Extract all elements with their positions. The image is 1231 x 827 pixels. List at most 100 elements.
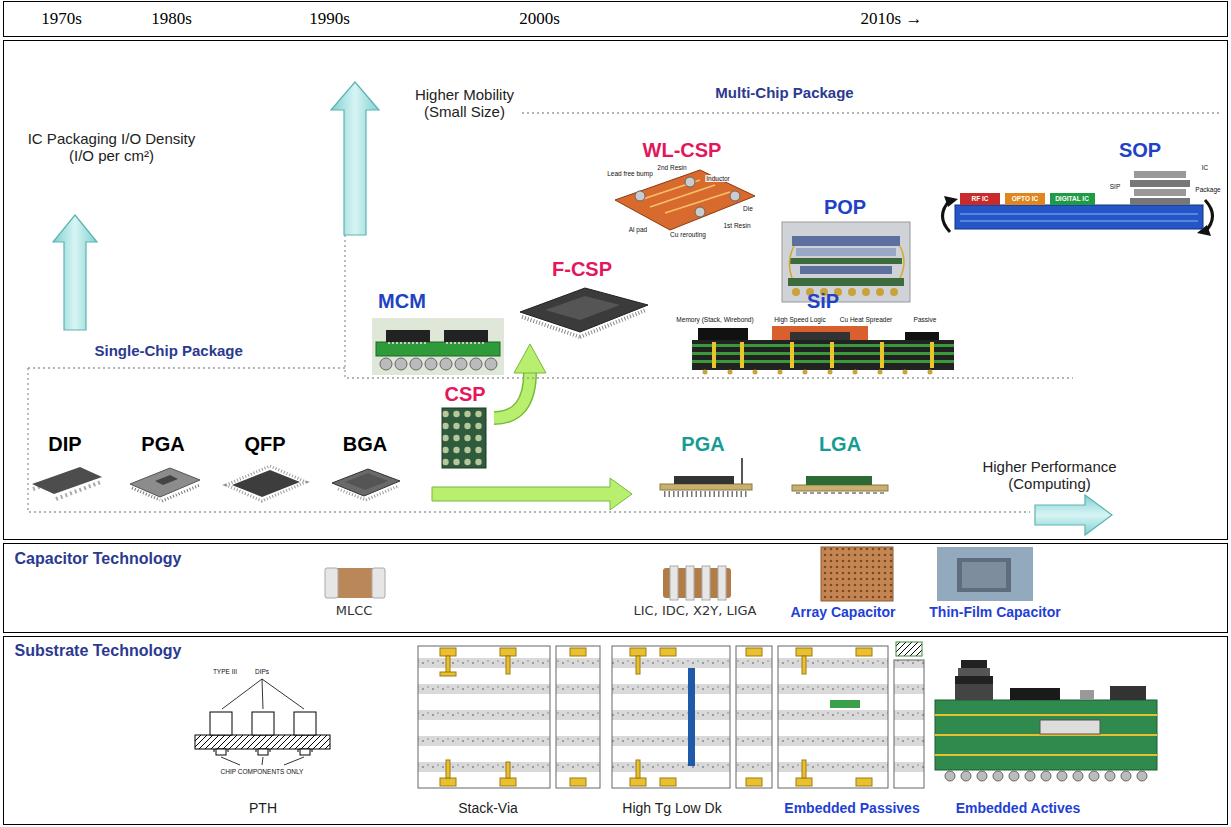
sip-package-figure <box>905 332 939 340</box>
stack-via-figure <box>440 672 456 676</box>
lga-socket-figure <box>796 492 884 494</box>
pop-package-figure <box>782 222 910 302</box>
lga-socket-figure <box>806 476 872 485</box>
multi-chip-region: Multi-Chip Package <box>345 82 1224 380</box>
lic-capacitor-figure <box>670 566 678 600</box>
trend-arrow <box>53 82 1112 535</box>
thin-film-capacitor-figure <box>957 558 1011 592</box>
pga-socket-figure <box>664 491 748 497</box>
lga-socket-figure <box>792 485 888 491</box>
stack-via-figure <box>418 646 600 788</box>
callout-label: Memory (Stack, Wirebond) <box>675 316 754 323</box>
technology-name: Stack-Via <box>458 800 518 816</box>
embedded-passives-figure <box>896 642 922 656</box>
stack-via-figure <box>500 778 516 786</box>
technology-name: MLCC <box>336 604 373 619</box>
lga-socket-figure <box>792 476 888 493</box>
pth-board-figure <box>252 712 274 735</box>
wlcsp-package-figure <box>640 180 730 213</box>
embedded-actives-figure <box>945 771 1147 781</box>
embedded-actives-figure <box>1089 771 1099 781</box>
sip-package-figure <box>880 342 884 368</box>
pop-package-figure <box>848 288 856 296</box>
embedded-passives-figure <box>796 778 812 786</box>
csp-package-figure <box>442 408 486 468</box>
mcm-package-figure <box>444 330 488 342</box>
callout-label: Passive <box>913 316 938 323</box>
lic-capacitor-figure <box>686 566 694 600</box>
sip-package-figure <box>692 344 954 347</box>
embedded-passives-figure <box>830 700 860 708</box>
sop-package-figure <box>1134 189 1186 196</box>
mcm-package-figure <box>380 358 497 370</box>
stack-via-figure <box>446 656 450 674</box>
sip-package-figure <box>692 360 954 363</box>
pop-package-figure <box>790 258 902 264</box>
sip-package-figure <box>712 342 716 368</box>
sip-package-figure <box>728 370 733 375</box>
callout-label: Al pad <box>628 226 648 233</box>
pga-package-figure <box>130 468 200 501</box>
pth-board-figure <box>195 735 330 749</box>
leader-line <box>221 679 304 765</box>
array-capacitor-figure <box>821 547 893 601</box>
embedded-passives-figure <box>802 760 806 778</box>
single-chip-region: Single-Chip Package <box>28 338 1073 514</box>
embedded-actives-figure <box>1025 771 1035 781</box>
transition-arrow <box>514 344 546 373</box>
callout-label: OPTO IC <box>1012 195 1039 202</box>
stack-via-figure <box>506 762 510 778</box>
high-tg-board-figure <box>636 656 640 674</box>
package-name: SiP <box>807 290 839 313</box>
lic-capacitor-figure <box>702 566 710 600</box>
embedded-actives-figure <box>935 700 1157 770</box>
mcm-package-figure <box>446 342 486 344</box>
wlcsp-package-figure <box>635 177 740 217</box>
pth-board-figure <box>210 712 232 735</box>
timeline-year: 2000s <box>519 9 560 29</box>
mlcc-figure <box>325 568 385 598</box>
embedded-passives-figure <box>778 646 888 788</box>
embedded-actives-figure <box>1040 720 1100 734</box>
bga-package-figure <box>332 469 400 500</box>
package-name: PGA <box>681 433 724 456</box>
stack-via-figure <box>570 648 586 656</box>
embedded-actives-figure <box>955 676 993 684</box>
region-outline <box>28 338 1073 514</box>
region-heading: Multi-Chip Package <box>715 84 853 101</box>
high-tg-board-figure <box>688 668 695 766</box>
embedded-actives-figure <box>1105 771 1115 781</box>
callout-label: CHIP COMPONENTS ONLY <box>220 768 305 775</box>
mcm-package-figure <box>395 358 407 370</box>
callout-label: TYPE III <box>212 668 238 675</box>
fcsp-package-figure <box>520 288 648 332</box>
sip-package-figure <box>903 370 908 375</box>
callout-label: DIPs <box>254 668 270 675</box>
fcsp-package-figure <box>520 288 648 337</box>
embedded-actives-figure <box>961 660 987 668</box>
pop-package-figure <box>782 222 910 302</box>
high-tg-board-figure <box>660 648 676 656</box>
high-tg-board-figure <box>630 648 646 656</box>
mcm-package-figure <box>380 358 392 370</box>
sop-package-figure <box>1134 171 1186 178</box>
wlcsp-package-figure <box>615 170 755 230</box>
technology-name: Thin-Film Capacitor <box>929 604 1060 620</box>
high-tg-board-figure <box>746 778 762 786</box>
bga-package-figure <box>332 469 400 496</box>
mcm-package-figure <box>455 358 467 370</box>
sip-package-figure <box>878 370 883 375</box>
timeline-band: 1970s1980s1990s2000s2010s → <box>3 1 1228 37</box>
technology-name: Embedded Passives <box>784 800 919 816</box>
wlcsp-package-figure <box>685 177 695 187</box>
pth-board-figure <box>294 712 316 735</box>
embedded-passives-figure <box>856 778 872 786</box>
callout-label: Cu rerouting <box>669 231 707 238</box>
package-name: QFP <box>244 433 285 456</box>
pop-package-figure <box>890 288 898 296</box>
sip-package-figure <box>692 340 954 370</box>
package-name: LGA <box>819 433 861 456</box>
panel-heading: Substrate Technology <box>15 642 182 660</box>
qfp-package-figure <box>226 466 306 501</box>
